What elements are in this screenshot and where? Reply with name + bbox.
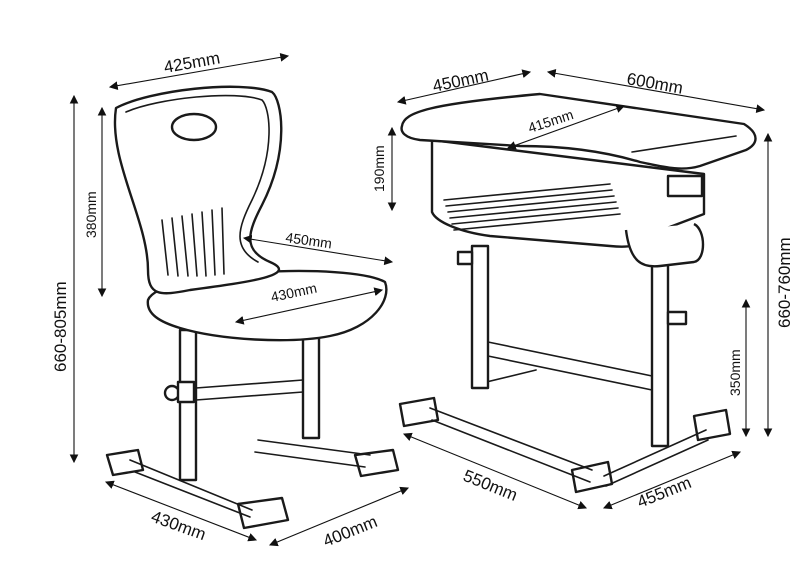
label-desk-height: 660-760mm [775, 237, 794, 328]
chair-foot-front-left [236, 496, 290, 530]
chair-knob-housing [176, 380, 196, 404]
chair-leg-left [178, 328, 198, 482]
chair-leg-right [301, 328, 321, 440]
dim-line-chair-base-width [104, 480, 258, 542]
label-desk-base-depth: 455mm [634, 473, 694, 512]
chair-backrest-inner [125, 94, 270, 263]
chair-vent-slots [161, 207, 225, 277]
dim-line-chair-seat-depth [242, 234, 394, 266]
dim-line-chair-base-depth [268, 486, 410, 547]
chair-handle-hole [170, 112, 218, 142]
desk-knob-left [456, 250, 474, 266]
chair-foot-back-left [105, 448, 145, 477]
desk-drawing [398, 92, 757, 494]
dim-line-desk-depth [396, 69, 532, 105]
label-desk-base-width: 550mm [461, 466, 521, 505]
label-chair-base-depth: 400mm [320, 512, 380, 551]
chair-base-rail-right [254, 439, 371, 468]
desk-lock-box [666, 174, 704, 198]
desk-pen-groove [631, 135, 737, 153]
chair-crossbar [195, 379, 304, 401]
desk-leg-left [470, 244, 490, 390]
desk-foot-back-left [398, 396, 440, 428]
desk-foot-front-right [692, 408, 732, 442]
dim-line-desk-base-depth [602, 450, 742, 510]
desk-crossbar [487, 341, 653, 391]
dim-line-desk-width [546, 69, 766, 113]
label-chair-height: 660-805mm [51, 281, 70, 372]
label-desk-foot-height: 350mm [727, 349, 743, 396]
label-desk-depth: 450mm [431, 66, 490, 96]
label-chair-seat-depth: 450mm [285, 229, 333, 251]
desk-knob-right [666, 310, 688, 326]
label-chair-back-height: 380mm [83, 191, 99, 238]
chair-drawing [105, 85, 400, 530]
desk-hook-bracket [624, 222, 705, 268]
label-chair-base-width: 430mm [149, 507, 209, 544]
desk-leg-right [650, 260, 670, 448]
dim-line-desk-base-width [402, 432, 588, 510]
desk-drawer-rack [443, 183, 621, 231]
desk-base-rail-left [429, 407, 593, 483]
label-desk-width: 600mm [625, 69, 684, 98]
dim-line-desk-inner-width [506, 104, 626, 150]
label-desk-drawer-height: 190mm [371, 145, 387, 192]
dim-line-chair-width-top [108, 52, 290, 91]
dim-line-chair-seat-width [234, 287, 384, 325]
chair-foot-front-right [353, 448, 400, 478]
